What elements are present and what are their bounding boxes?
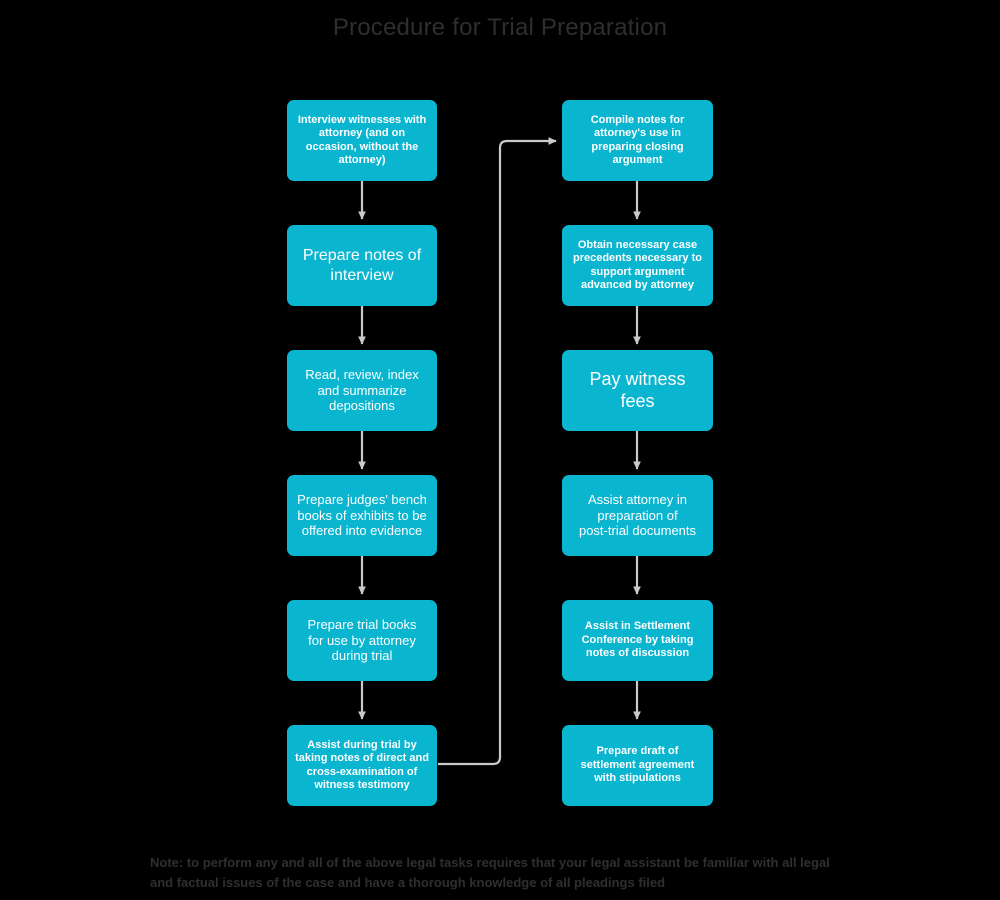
node-label: Prepare notes of interview xyxy=(302,246,422,284)
node-assist-settlement-conference[interactable]: Assist in Settlement Conference by takin… xyxy=(562,600,713,681)
connector-n6-n7 xyxy=(438,137,557,766)
node-label: Pay witness fees xyxy=(589,368,686,411)
node-label: Read, review, index and summarize deposi… xyxy=(305,366,419,414)
node-label: Assist attorney in preparation of post-t… xyxy=(578,491,697,539)
node-label: Prepare draft of settlement agreement wi… xyxy=(580,745,695,785)
node-assist-during-trial[interactable]: Assist during trial by taking notes of d… xyxy=(287,725,437,806)
node-obtain-case-precedents[interactable]: Obtain necessary case precedents necessa… xyxy=(562,225,713,306)
footnote: Note: to perform any and all of the abov… xyxy=(150,855,830,891)
node-assist-post-trial-documents[interactable]: Assist attorney in preparation of post-t… xyxy=(562,475,713,556)
node-label: Compile notes for attorney's use in prep… xyxy=(590,113,685,166)
node-label: Assist during trial by taking notes of d… xyxy=(295,738,429,791)
node-prepare-settlement-draft[interactable]: Prepare draft of settlement agreement wi… xyxy=(562,725,713,806)
node-interview-witnesses[interactable]: Interview witnesses with attorney (and o… xyxy=(287,100,437,181)
page-title: Procedure for Trial Preparation xyxy=(332,14,668,41)
node-read-review-index-depositions[interactable]: Read, review, index and summarize deposi… xyxy=(287,350,437,431)
node-label: Obtain necessary case precedents necessa… xyxy=(572,238,702,291)
node-compile-notes-closing-argument[interactable]: Compile notes for attorney's use in prep… xyxy=(562,100,713,181)
node-pay-witness-fees[interactable]: Pay witness fees xyxy=(562,350,713,431)
node-label: Interview witnesses with attorney (and o… xyxy=(297,113,427,166)
node-prepare-trial-books[interactable]: Prepare trial books for use by attorney … xyxy=(287,600,437,681)
node-label: Assist in Settlement Conference by takin… xyxy=(581,620,694,660)
node-label: Prepare judges' bench books of exhibits … xyxy=(297,491,427,539)
node-prepare-notes-of-interview[interactable]: Prepare notes of interview xyxy=(287,225,437,306)
node-label: Prepare trial books for use by attorney … xyxy=(307,616,417,664)
node-prepare-judges-bench-books[interactable]: Prepare judges' bench books of exhibits … xyxy=(287,475,437,556)
